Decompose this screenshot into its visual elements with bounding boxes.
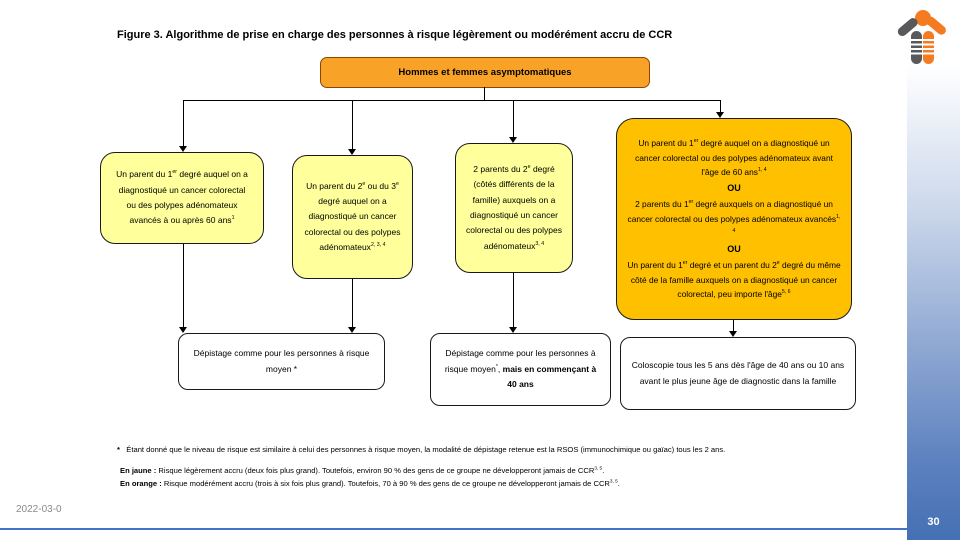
node-second-or-third-degree-label: Un parent du 2e ou du 3e degré auquel on…	[304, 180, 401, 252]
connector-to-box3	[513, 100, 514, 137]
page-number: 30	[927, 516, 940, 528]
node-outcome-average-risk-start-40: Dépistage comme pour les personnes à ris…	[430, 333, 611, 406]
node-outcome-average-risk-start-40-label: Dépistage comme pour les personnes à ris…	[444, 347, 597, 390]
logo-person-svg	[897, 10, 946, 64]
arrowhead-outcome2	[509, 327, 517, 333]
arrowhead-box1	[179, 146, 187, 152]
arrowhead-box4	[716, 112, 724, 118]
moderate-risk-criterion-2: 2 parents du 1er degré auxquels on a dia…	[627, 199, 841, 235]
or-separator-2: OU	[727, 243, 741, 254]
connector-branch-line	[183, 100, 721, 101]
footnote-asterisk: * Étant donné que le niveau de risque es…	[117, 445, 726, 454]
arrowhead-box3	[509, 137, 517, 143]
footnote-orange-legend: En orange : Risque modérément accru (tro…	[120, 478, 620, 488]
slide-date: 2022-03-0	[16, 504, 62, 515]
arrowhead-outcome1-right	[348, 327, 356, 333]
node-asymptomatic-adults-label: Hommes et femmes asymptomatiques	[398, 67, 572, 78]
figure-title: Figure 3. Algorithme de prise en charge …	[117, 29, 673, 41]
footer-divider-line	[0, 528, 960, 530]
node-moderate-risk-criteria: Un parent du 1er degré auquel on a diagn…	[616, 118, 852, 320]
node-outcome-average-risk-label: Dépistage comme pour les personnes à ris…	[193, 347, 370, 374]
node-first-degree-after-60: Un parent du 1er degré auquel on a diagn…	[100, 152, 264, 244]
connector-box3-outcome2	[513, 273, 514, 327]
node-outcome-colonoscopy: Coloscopie tous les 5 ans dès l'âge de 4…	[620, 337, 856, 410]
node-asymptomatic-adults: Hommes et femmes asymptomatiques	[320, 57, 650, 88]
connector-to-box1	[183, 100, 184, 146]
logo-person-icon	[892, 6, 950, 68]
connector-to-box4	[720, 100, 721, 112]
node-first-degree-after-60-label: Un parent du 1er degré auquel on a diagn…	[116, 169, 248, 226]
connector-box1-outcome1	[183, 244, 184, 327]
node-second-or-third-degree: Un parent du 2e ou du 3e degré auquel on…	[292, 155, 413, 279]
connector-to-box2	[352, 100, 353, 149]
connector-box4-outcome3	[733, 320, 734, 331]
arrowhead-outcome3	[729, 331, 737, 337]
node-two-second-degree-label: 2 parents du 2e degré (côtés différents …	[466, 164, 562, 251]
node-outcome-colonoscopy-label: Coloscopie tous les 5 ans dès l'âge de 4…	[631, 359, 845, 386]
node-outcome-average-risk: Dépistage comme pour les personnes à ris…	[178, 333, 385, 390]
arrowhead-box2	[348, 149, 356, 155]
arrowhead-outcome1-left	[179, 327, 187, 333]
moderate-risk-criterion-3: Un parent du 1er degré et un parent du 2…	[627, 260, 841, 300]
moderate-risk-criterion-1: Un parent du 1er degré auquel on a diagn…	[635, 138, 833, 178]
or-separator-1: OU	[727, 182, 741, 193]
connector-box2-outcome1	[352, 279, 353, 327]
node-two-second-degree: 2 parents du 2e degré (côtés différents …	[455, 143, 573, 273]
sidebar-gradient-bar: 30	[907, 0, 960, 540]
connector-root-stub	[484, 87, 485, 100]
footnote-yellow-legend: En jaune : Risque légèrement accru (deux…	[120, 465, 605, 475]
